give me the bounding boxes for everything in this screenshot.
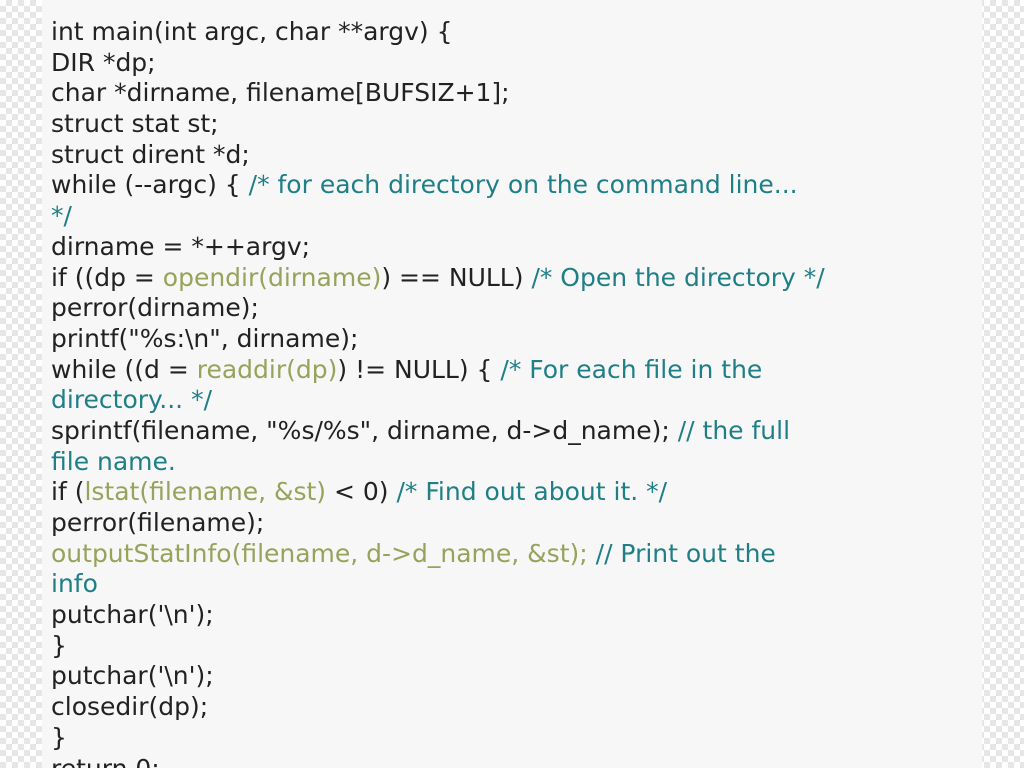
code-line: putchar('\n');	[51, 661, 971, 692]
code-line: if ((dp = opendir(dirname)) == NULL) /* …	[51, 263, 971, 294]
code-text: char *dirname, filename[BUFSIZ+1];	[51, 78, 510, 108]
code-comment: file name.	[51, 446, 176, 476]
code-comment: /* Find out about it. */	[396, 477, 668, 507]
code-line: printf("%s:\n", dirname);	[51, 324, 971, 355]
code-text: struct stat st;	[51, 109, 219, 139]
code-text: perror(filename);	[51, 508, 265, 537]
code-listing: int main(int argc, char **argv) { DIR *d…	[51, 17, 971, 768]
code-line: int main(int argc, char **argv) {	[51, 17, 971, 48]
code-line: */	[51, 201, 971, 232]
code-text: ) == NULL)	[381, 262, 532, 292]
code-comment: */	[51, 201, 72, 231]
code-text: }	[51, 630, 67, 660]
code-line: struct dirent *d;	[51, 140, 971, 171]
code-text: dirname = *++argv;	[51, 231, 311, 261]
code-function-call: opendir(dirname)	[162, 262, 382, 292]
code-line: dirname = *++argv;	[51, 232, 971, 263]
code-line: directory... */	[51, 385, 971, 416]
code-line: sprintf(filename, "%s/%s", dirname, d->d…	[51, 416, 971, 447]
code-line: closedir(dp);	[51, 692, 971, 723]
code-line: perror(filename);	[51, 508, 971, 539]
code-text: perror(dirname);	[51, 293, 259, 323]
code-line: putchar('\n');	[51, 600, 971, 631]
code-text: DIR *dp;	[51, 47, 156, 77]
code-comment: /* For each file in the	[500, 354, 763, 384]
code-text: return 0;	[51, 753, 160, 768]
code-text	[588, 539, 596, 568]
code-text: closedir(dp);	[51, 692, 209, 722]
code-line: struct stat st;	[51, 109, 971, 140]
code-comment: directory... */	[51, 385, 212, 415]
code-line: perror(dirname);	[51, 293, 971, 324]
code-text: }	[51, 722, 67, 752]
code-text: putchar('\n');	[51, 600, 214, 630]
code-line: }	[51, 631, 971, 662]
code-text: if (	[51, 477, 85, 507]
code-function-call: outputStatInfo(filename, d->d_name, &st)…	[51, 538, 588, 568]
code-comment: /* Open the directory */	[531, 262, 825, 292]
code-line: file name.	[51, 447, 971, 478]
code-line: char *dirname, filename[BUFSIZ+1];	[51, 78, 971, 109]
code-text: while ((d =	[51, 354, 197, 384]
code-text: if ((dp =	[51, 262, 163, 292]
code-line: while (--argc) { /* for each directory o…	[51, 170, 971, 201]
code-comment: info	[51, 569, 98, 599]
code-text: struct dirent *d;	[51, 139, 250, 169]
code-page: int main(int argc, char **argv) { DIR *d…	[42, 0, 982, 768]
code-line: if (lstat(filename, &st) < 0) /* Find ou…	[51, 477, 971, 508]
code-text: putchar('\n');	[51, 661, 214, 691]
code-line: }	[51, 723, 971, 754]
code-comment: // the full	[677, 415, 791, 445]
code-line: info	[51, 569, 971, 600]
code-line: outputStatInfo(filename, d->d_name, &st)…	[51, 539, 971, 570]
code-function-call: readdir(dp)	[196, 354, 338, 384]
code-line: DIR *dp;	[51, 48, 971, 79]
code-text: < 0)	[326, 477, 397, 507]
code-line: while ((d = readdir(dp)) != NULL) { /* F…	[51, 355, 971, 386]
code-function-call: lstat(filename, &st)	[84, 477, 327, 507]
code-text: int main(int argc, char **argv) {	[51, 17, 453, 46]
code-text: sprintf(filename, "%s/%s", dirname, d->d…	[51, 415, 678, 445]
code-line: return 0;	[51, 754, 971, 768]
code-text: ) != NULL) {	[337, 354, 501, 384]
code-text: while (--argc) {	[51, 170, 249, 200]
code-comment: // Print out the	[595, 538, 776, 568]
code-comment: /* for each directory on the command lin…	[248, 170, 798, 200]
code-text: printf("%s:\n", dirname);	[51, 323, 359, 353]
